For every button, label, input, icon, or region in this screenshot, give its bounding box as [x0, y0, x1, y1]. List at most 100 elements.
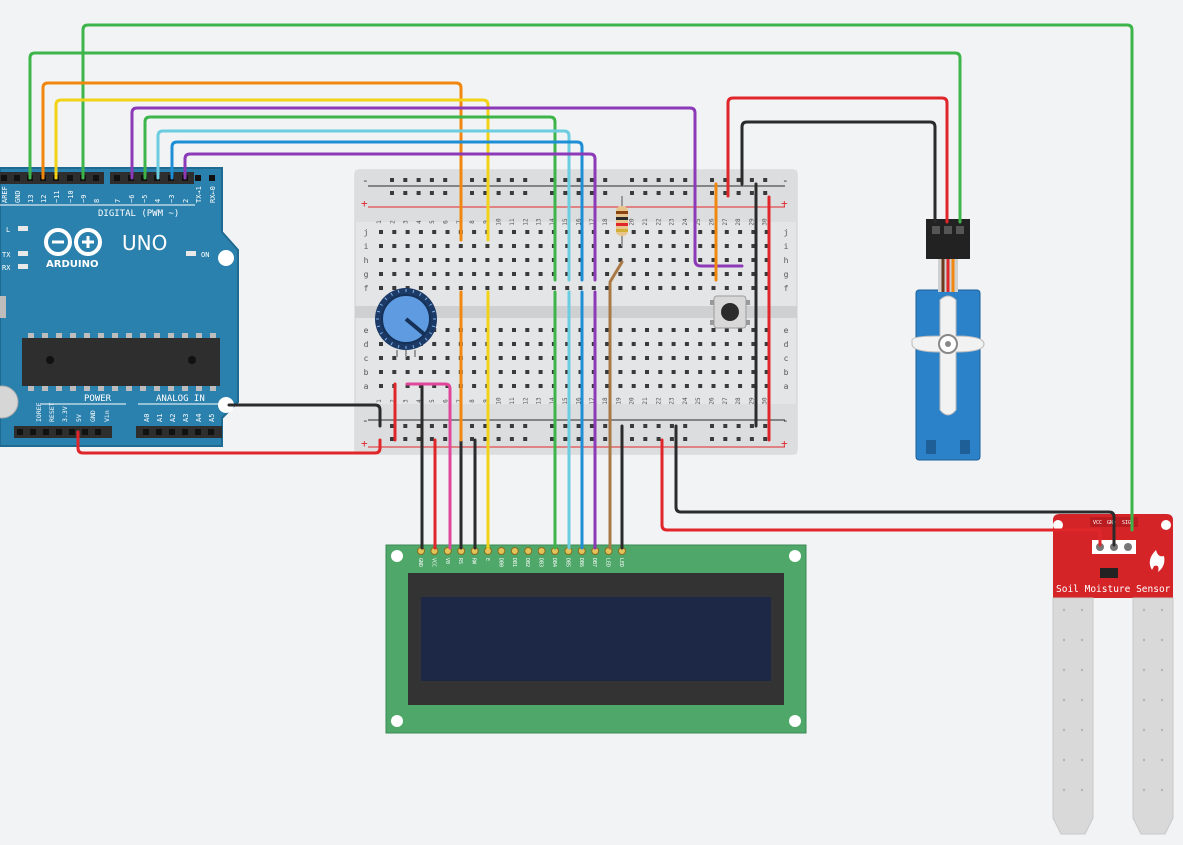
- led-tx-label: TX: [2, 251, 11, 259]
- purple-wire[interactable]: [183, 152, 597, 282]
- column-number: 7: [456, 220, 463, 224]
- micro-servo[interactable]: [911, 219, 985, 461]
- column-number: 6: [443, 399, 450, 403]
- column-number: 27: [722, 218, 729, 226]
- column-number: 28: [735, 218, 742, 226]
- green-wire[interactable]: [143, 115, 557, 282]
- digital-pin-label: 4: [154, 199, 162, 203]
- resistor[interactable]: [616, 196, 628, 246]
- digital-pin-label: ~6: [128, 195, 136, 203]
- sensor-pin-gnd[interactable]: [1110, 543, 1118, 551]
- led-tx-icon: [18, 251, 28, 256]
- brown-wire[interactable]: [608, 260, 624, 550]
- sensor-pin-vcc[interactable]: [1096, 543, 1104, 551]
- column-number: 26: [709, 397, 716, 405]
- digital-pin-label: 8: [93, 199, 101, 203]
- led-on-icon: [186, 251, 196, 256]
- red-wire[interactable]: [76, 430, 382, 455]
- column-number: 13: [536, 397, 543, 405]
- row-letter: j: [364, 228, 369, 237]
- column-number: 26: [709, 218, 716, 226]
- lcd-pin-label: DB5: [564, 558, 570, 567]
- lcd-pin[interactable]: [524, 547, 533, 555]
- arduino-brand: ARDUINO: [46, 259, 98, 270]
- digital-pin-label: 7: [114, 199, 122, 203]
- column-number: 25: [695, 218, 702, 226]
- pink-wire[interactable]: [405, 382, 452, 550]
- power-pin-label: 3.3V: [61, 406, 69, 422]
- potentiometer-knob-indicator: [404, 317, 426, 336]
- column-number: 6: [443, 220, 450, 224]
- lcd-pin-label: GND: [417, 558, 423, 567]
- potentiometer-ticks: [376, 289, 436, 349]
- red-wire[interactable]: [726, 96, 949, 224]
- column-number: 30: [762, 397, 769, 405]
- column-number: 17: [589, 397, 596, 405]
- digital-pin-label: ~11: [53, 190, 61, 203]
- analog-in-label: ANALOG IN: [156, 394, 205, 404]
- lcd-pin[interactable]: [537, 547, 546, 555]
- column-number: 3: [403, 399, 410, 403]
- lcd-pin-label: V0: [444, 558, 450, 564]
- potentiometer[interactable]: [375, 288, 437, 357]
- lcd-pin-label: DB2: [524, 558, 530, 567]
- row-letter: i: [784, 242, 789, 251]
- column-number: 1: [376, 399, 383, 403]
- power-pin-label: Vin: [103, 410, 111, 422]
- cyan-wire[interactable]: [156, 129, 571, 282]
- mounting-hole-icon: [218, 250, 234, 266]
- row-letter: g: [784, 270, 789, 279]
- led-l-icon: [18, 226, 28, 231]
- rail-minus-label: -: [782, 174, 789, 187]
- reset-button-icon[interactable]: [0, 385, 19, 419]
- row-letter: f: [784, 284, 789, 293]
- black-wire[interactable]: [740, 120, 937, 224]
- column-number: 8: [469, 399, 476, 403]
- digital-label: DIGITAL (PWM ~): [98, 209, 179, 219]
- green-wire[interactable]: [81, 23, 1134, 532]
- column-number: 22: [655, 218, 662, 226]
- column-number: 23: [669, 218, 676, 226]
- orange-wire[interactable]: [41, 81, 463, 242]
- blue-wire[interactable]: [170, 140, 584, 282]
- column-number: 18: [602, 397, 609, 405]
- mounting-hole-icon: [391, 715, 403, 727]
- analog-pin-label: A2: [169, 414, 177, 422]
- lcd-pin-label: DB6: [578, 558, 584, 567]
- column-number: 2: [389, 220, 396, 224]
- lcd-pin-label: DB1: [511, 558, 517, 567]
- digital-pin-label: ~10: [67, 190, 75, 203]
- analog-pin-label: A0: [143, 414, 151, 422]
- purple-wire[interactable]: [130, 106, 744, 268]
- rail-minus-label: -: [782, 414, 789, 427]
- row-letter: f: [364, 284, 369, 293]
- row-letter: h: [784, 256, 789, 265]
- column-number: 28: [735, 397, 742, 405]
- lcd-pin[interactable]: [497, 547, 506, 555]
- servo-connector[interactable]: [926, 219, 970, 259]
- sensor-pin-sig[interactable]: [1124, 543, 1132, 551]
- yellow-wire[interactable]: [54, 98, 490, 242]
- column-number: 29: [748, 218, 755, 226]
- wires[interactable]: [28, 23, 1134, 550]
- power-pin-label: IOREF: [35, 402, 43, 422]
- black-wire[interactable]: [227, 403, 382, 428]
- push-button[interactable]: [710, 295, 750, 329]
- row-letter: i: [364, 242, 369, 251]
- red-wire[interactable]: [660, 438, 1102, 547]
- row-letter: e: [784, 326, 789, 335]
- lcd-pin[interactable]: [510, 547, 519, 555]
- sensor-prong-right: [1132, 597, 1174, 835]
- column-number: 5: [429, 399, 436, 403]
- green-wire[interactable]: [28, 51, 962, 224]
- black-wire[interactable]: [674, 424, 1116, 547]
- column-number: 11: [509, 218, 516, 226]
